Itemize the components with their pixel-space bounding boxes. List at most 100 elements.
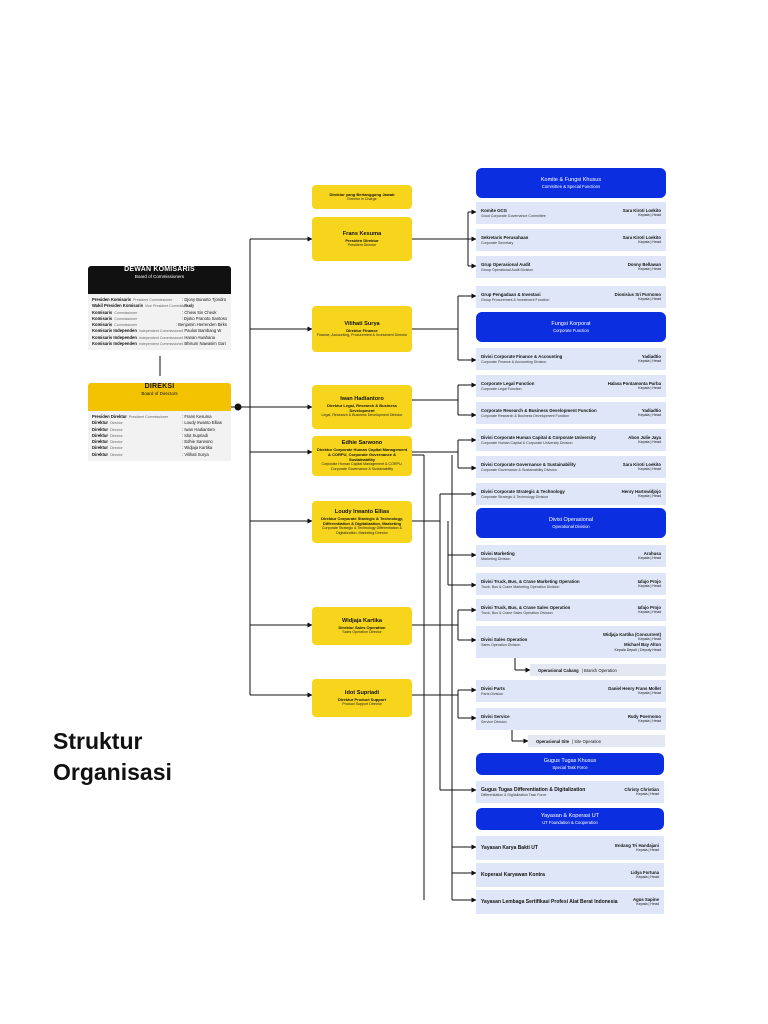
- roster-role-en: President Commissioner: [128, 415, 169, 419]
- operational-division-title: Divisi Operasional: [548, 517, 594, 523]
- board-title: DEWAN KOMISARIS: [124, 266, 195, 273]
- unit-label: Corporate Research & Business Developmen…: [481, 408, 597, 419]
- roster-role-label: Presiden Direktur: [92, 414, 127, 419]
- task-force-subtitle: Special Task Force: [552, 765, 588, 770]
- task-force-title: Gugus Tugas Khusus: [543, 758, 597, 764]
- unit-head-role: Kepala | Head: [638, 213, 661, 218]
- roster-name: : Hanan Awahana: [182, 334, 215, 340]
- sub-unit-name-en: | Branch Operation: [581, 667, 617, 673]
- direksi-subtitle: Board of Directors: [141, 391, 178, 396]
- board-of-directors-panel: DIREKSI Board of Directors Presiden Dire…: [88, 376, 231, 462]
- unit-head-role: Kepala | Head: [638, 267, 661, 272]
- roster-name: : Benjamin Herrenden Birks: [175, 322, 227, 328]
- director-title: Direktur Legal, Research & Business Deve…: [326, 403, 398, 414]
- director-title-en: Finance, Accounting, Procurement & Inves…: [316, 332, 408, 337]
- unit-box: Divisi Corporate Human Capital & Corpora…: [476, 429, 666, 451]
- unit-head-name: Dionisius Sri Purnomo: [614, 291, 661, 297]
- director-name: Widjaja Kartika: [341, 617, 383, 624]
- unit-label: Yayasan Karya Bakti UT: [481, 845, 538, 851]
- unit-box: Yayasan Lembaga Sertifikasi Profesi Alat…: [476, 890, 664, 914]
- unit-head-role: Kepala | Head: [638, 584, 661, 589]
- unit-name: Divisi Marketing: [481, 550, 515, 556]
- unit-head-name: Iafajo Projo: [637, 604, 661, 610]
- unit-head-role: Kepala | Head: [636, 792, 659, 797]
- director-name: Idot Supriadi: [344, 689, 380, 696]
- corporate-function-subtitle: Corporate Function: [553, 328, 589, 333]
- unit-head-role: Kepala | Head: [638, 240, 661, 245]
- foundation-title: Yayasan & Koperasi UT: [540, 813, 600, 819]
- unit-head-role: Kepala | Head: [636, 902, 659, 907]
- unit-name-en: Corporate Governance & Sustainability Di…: [481, 467, 557, 472]
- roster-role-en: Director: [110, 421, 123, 426]
- unit-head-name: Yadiadtio: [641, 407, 661, 413]
- board-header: DEWAN KOMISARIS Board of Commissioners: [88, 266, 231, 294]
- roster-role-en: Director: [110, 452, 123, 457]
- unit-label: Divisi Truck, Bus, & Crane Marketing Ope…: [481, 579, 580, 590]
- sub-unit-name: Operasional Cabang: [538, 667, 579, 673]
- unit-name: Komite GCG: [481, 207, 508, 213]
- unit-head-role: Kepala | Head: [638, 691, 661, 696]
- roster-name: : Chiew Sin Cheok: [182, 309, 217, 315]
- page-title: Struktur Organisasi: [53, 726, 172, 788]
- director-in-charge-header: Direktur yang Bertanggung Jawab Director…: [312, 185, 412, 209]
- unit-head-role: Kepala | Head: [638, 297, 661, 302]
- unit-name-en: Differentiation & Digitalization Task Fo…: [481, 792, 547, 797]
- unit-name: Divisi Sales Operation: [481, 636, 528, 642]
- committee-title: Komite & Fungsi Khusus: [540, 177, 602, 183]
- unit-head-name: Lidya Fortuna: [630, 869, 659, 875]
- unit-label: Koperasi Karyawan Kontra: [481, 872, 545, 878]
- page-title-line2: Organisasi: [53, 759, 172, 785]
- unit-name-en: Corporate Strategic & Technology Divisio…: [481, 494, 549, 499]
- unit-head-name: Sara Kiroti Loekito: [622, 207, 661, 213]
- roster-name: : Paulus Bambang W: [182, 328, 222, 334]
- unit-box: Divisi Truck, Bus, & Crane Marketing Ope…: [476, 573, 666, 595]
- committee-subtitle: Committee & Special Functions: [541, 184, 601, 189]
- director-title-en: Corporate Human Capital Management & COR…: [321, 462, 403, 471]
- unit-name: Gugus Tugas Differentiation & Digitaliza…: [481, 786, 586, 793]
- roster-name: : Djony Bunarto Tjondro: [182, 297, 227, 302]
- sub-unit-name: Operasional Site: [536, 738, 570, 744]
- director-title-en: Sales Operation Director: [342, 629, 382, 634]
- roster-name: : Frans Kesuma: [182, 414, 212, 419]
- unit-name-en: Group Operational Audit Division: [481, 267, 534, 272]
- roster-role-en: Commissioner: [114, 323, 138, 328]
- roster-role-label: Direktur: [92, 451, 109, 457]
- unit-label: Divisi Truck, Bus, & Crane Sales Operati…: [481, 605, 570, 616]
- board-subtitle: Board of Commissioners: [134, 274, 185, 279]
- roster-role-label: Presiden Komisaris: [92, 297, 132, 302]
- unit-head-name: Arahusa: [643, 550, 661, 556]
- unit-name-en: Sales Operation Division: [481, 642, 521, 647]
- unit-head-role: Kepala | Head: [636, 848, 659, 853]
- unit-head-name: Rudy Poernomo: [627, 713, 661, 719]
- unit-name: Koperasi Karyawan Kontra: [481, 872, 545, 878]
